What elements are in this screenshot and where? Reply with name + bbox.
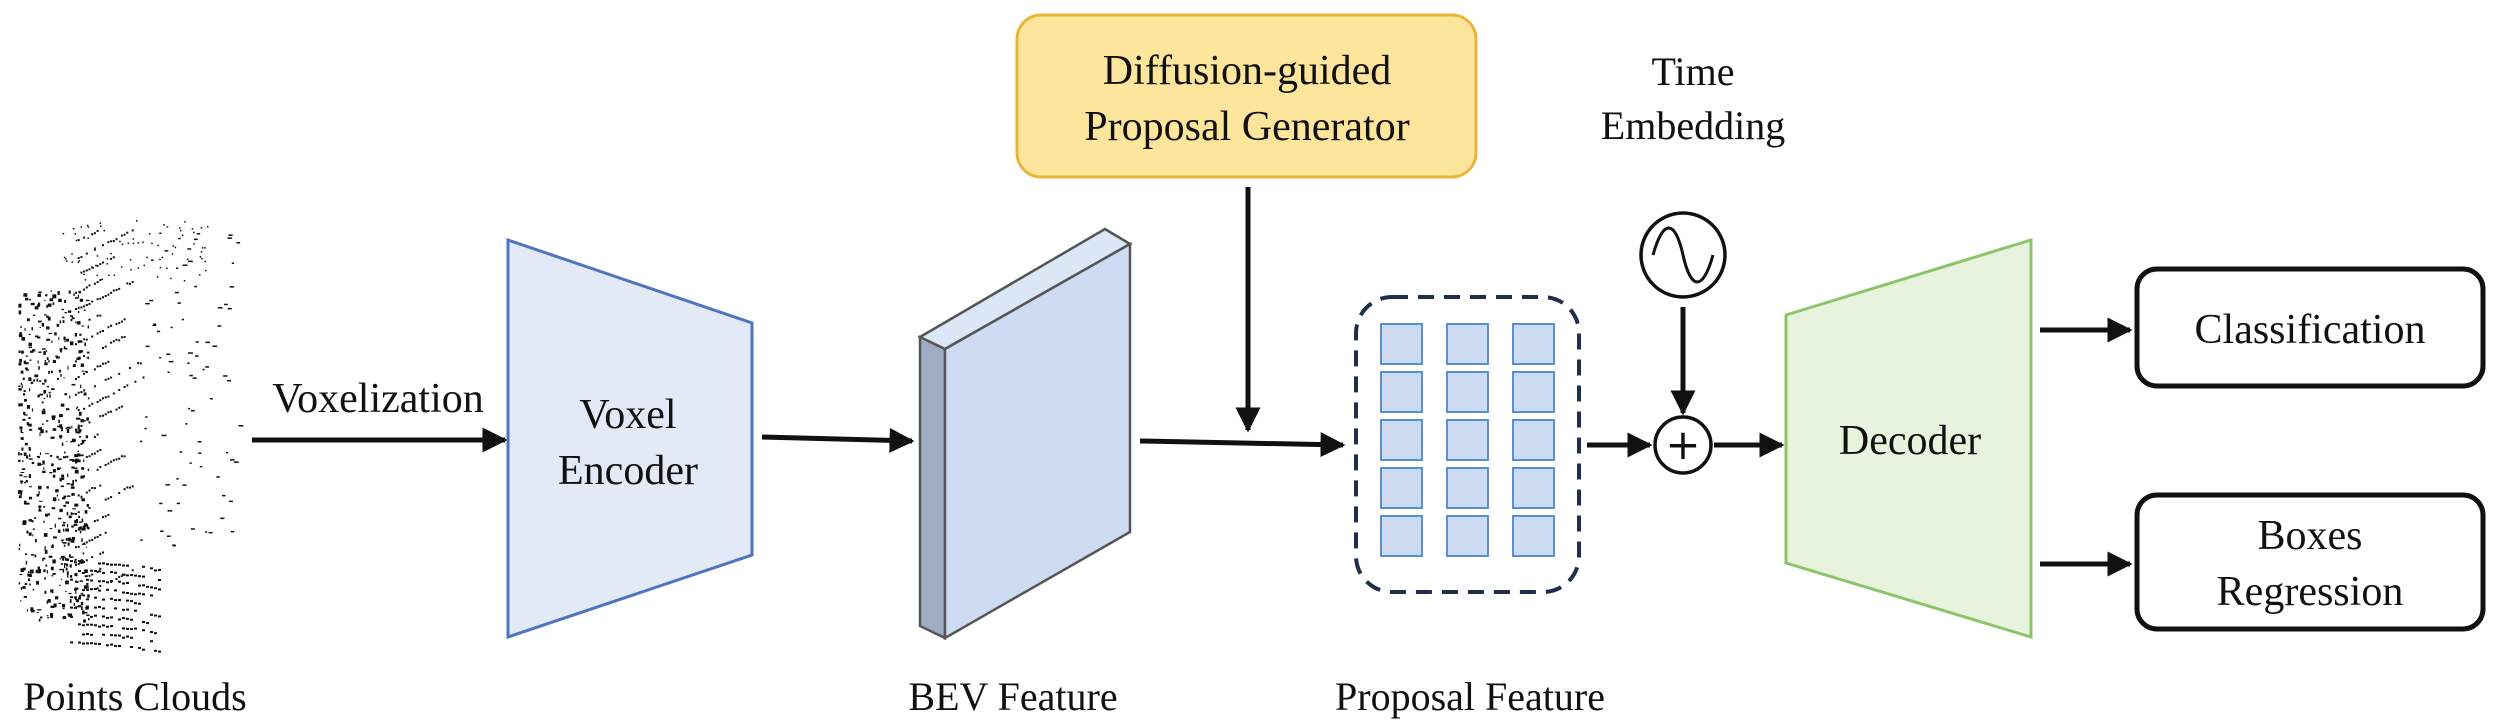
proposal-feature-cell <box>1446 515 1489 557</box>
proposal-feature-cell <box>1380 515 1423 557</box>
point-cloud-label: Points Clouds <box>23 674 246 719</box>
proposal-feature-cell <box>1380 371 1423 413</box>
bev-to-proposal-arrow <box>1139 432 1346 458</box>
bev-feature-block <box>917 227 1133 641</box>
proposal-feature-container <box>1354 295 1581 594</box>
point-cloud-image <box>18 220 244 653</box>
proposal-generator-block <box>1015 13 1478 179</box>
proposal-feature-cell <box>1380 323 1423 365</box>
time-embedding-label-line1: Time <box>1651 49 1734 94</box>
proposal-generator-label-line1: Diffusion-guided <box>1103 48 1392 94</box>
decoder-block <box>1784 237 2033 640</box>
sine-wave-icon <box>1639 211 1727 299</box>
bev-feature-side-face <box>918 335 947 640</box>
proposal-feature-cell <box>1512 371 1555 413</box>
proposal-feature-cell <box>1512 323 1555 365</box>
classification-label: Classification <box>2195 307 2426 353</box>
decoder-label: Decoder <box>1839 418 1981 464</box>
proposal-generator-label-line2: Proposal Generator <box>1084 104 1409 150</box>
proposal-feature-cell <box>1380 419 1423 461</box>
proposal-feature-cell <box>1446 371 1489 413</box>
proposal-feature-cell <box>1446 323 1489 365</box>
proposal-feature-cell <box>1380 467 1423 509</box>
plus-symbol: + <box>1665 420 1700 469</box>
encoder-to-bev-arrow <box>761 427 915 453</box>
proposal-feature-label: Proposal Feature <box>1335 674 1605 719</box>
bev-feature-front-face <box>943 241 1132 641</box>
voxel-encoder-label-line1: Voxel <box>579 392 676 438</box>
proposal-feature-grid <box>1380 323 1555 557</box>
bev-feature-label: BEV Feature <box>908 674 1117 719</box>
time-embedding-label-line2: Embedding <box>1601 103 1785 148</box>
proposal-feature-cell <box>1512 419 1555 461</box>
proposal-feature-cell <box>1446 467 1489 509</box>
regression-label-line1: Boxes <box>2258 513 2363 559</box>
regression-label-line2: Regression <box>2217 569 2404 615</box>
voxel-encoder-block <box>506 237 754 640</box>
proposal-feature-cell <box>1512 515 1555 557</box>
proposal-feature-cell <box>1446 419 1489 461</box>
plus-circle-icon: + <box>1653 415 1713 475</box>
proposal-feature-cell <box>1512 467 1555 509</box>
voxelization-label: Voxelization <box>272 376 484 422</box>
voxel-encoder-label-line2: Encoder <box>558 448 698 494</box>
classification-box <box>2134 266 2486 389</box>
regression-box <box>2134 492 2486 632</box>
